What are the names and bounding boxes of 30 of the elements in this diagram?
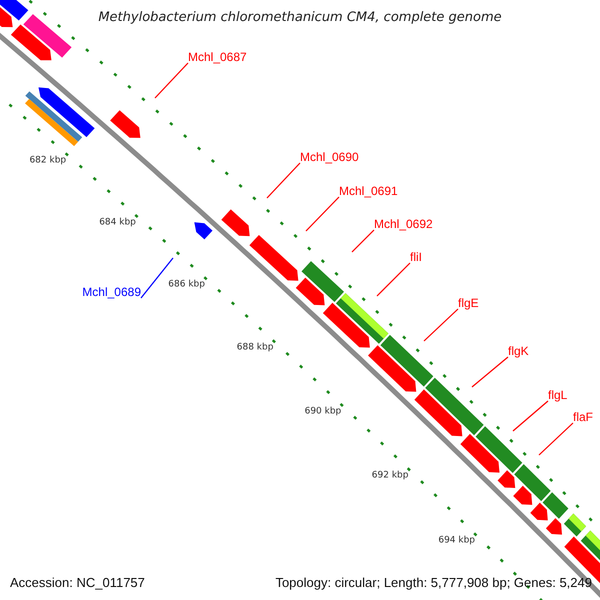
leader-line: [376, 262, 410, 296]
leader-line: [424, 308, 458, 342]
gene-label: flgE: [458, 297, 479, 309]
leader-line: [306, 196, 340, 232]
gene-label: fliI: [410, 251, 422, 263]
gene-label: Mchl_0692: [374, 218, 433, 230]
leader-line: [140, 258, 174, 298]
scale-label: 686 kbp: [168, 280, 205, 290]
gene-label: Mchl_0689: [82, 286, 141, 298]
leader-line: [472, 356, 508, 388]
leader-line: [266, 162, 300, 198]
gene-label: flgK: [508, 345, 529, 357]
scale-label: 692 kbp: [372, 471, 408, 480]
gene-label: flgL: [548, 389, 568, 401]
leader-line: [538, 422, 574, 456]
gene-label: Mchl_0690: [300, 151, 359, 163]
scale-label: 688 kbp: [236, 343, 274, 352]
gene-label: Mchl_0691: [339, 185, 398, 197]
map-title: Methylobacterium chloromethanicum CM4, complete genome: [98, 11, 502, 24]
scale-label: 690 kbp: [304, 407, 342, 416]
scale-label: 694 kbp: [438, 536, 476, 546]
genome-summary: Topology: circular; Length: 5,777,908 bp; Genes: 5,249: [275, 576, 592, 589]
leader-line: [154, 62, 188, 98]
leader-line: [352, 230, 374, 252]
scale-label: 682 kbp: [29, 156, 66, 166]
gene-label: Mchl_0687: [188, 51, 247, 63]
leader-line: [512, 400, 548, 432]
gene-label: flaF: [573, 411, 594, 423]
accession-note: Accession: NC_011757: [10, 576, 145, 589]
scale-label: 684 kbp: [99, 218, 136, 228]
